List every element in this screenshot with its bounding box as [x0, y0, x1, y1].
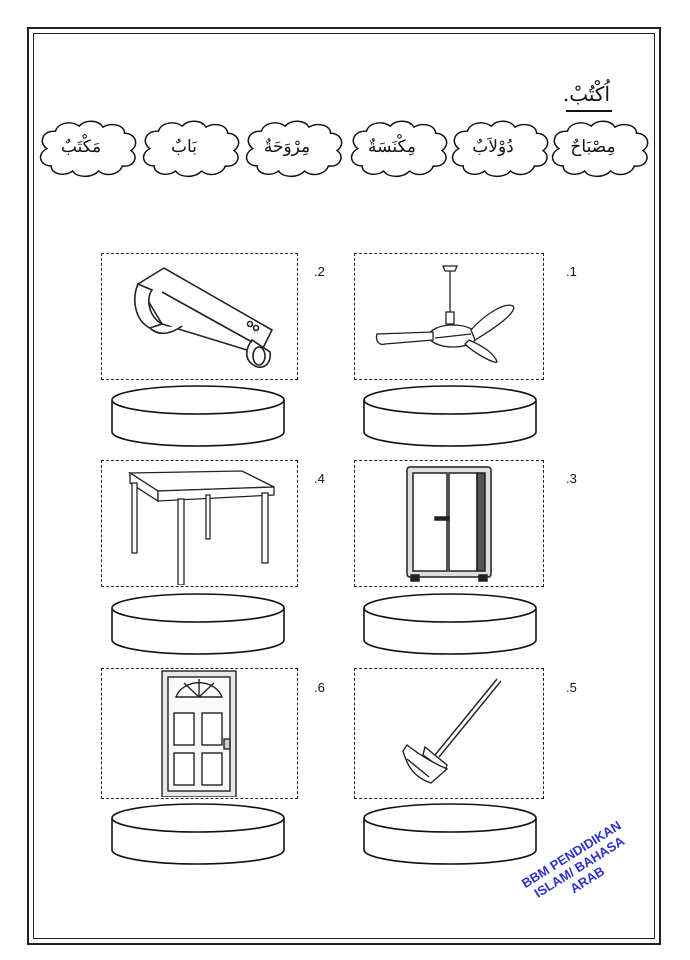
picture-box-3: [354, 460, 544, 587]
table-icon: [127, 470, 275, 586]
item-number: .2: [314, 264, 325, 279]
word-bank-item: دُوْلاَبٌ: [472, 137, 514, 157]
item-number: .5: [566, 680, 577, 695]
wall-lamp-icon: [134, 267, 274, 368]
answer-oval-3[interactable]: [360, 590, 540, 658]
ceiling-fan-icon: [375, 265, 515, 363]
instruction-text: اُكْتُبْ.: [562, 82, 610, 106]
word-bank-item: مَكْتَبٌ: [60, 137, 102, 157]
word-bank-item: مِكْنَسَةٌ: [368, 137, 416, 157]
answer-oval-2[interactable]: [108, 382, 288, 450]
instruction-underline: [566, 110, 612, 112]
item-number: .4: [314, 471, 325, 486]
wardrobe-icon: [406, 466, 492, 582]
answer-oval-5[interactable]: [360, 800, 540, 868]
item-number: .6: [314, 680, 325, 695]
answer-oval-6[interactable]: [108, 800, 288, 868]
answer-oval-4[interactable]: [108, 590, 288, 658]
door-icon: [161, 670, 237, 798]
picture-box-1: [354, 253, 544, 380]
answer-oval-1[interactable]: [360, 382, 540, 450]
picture-box-4: [101, 460, 298, 587]
word-bank-item: مِرْوَحَةٌ: [263, 137, 311, 157]
item-number: .1: [566, 264, 577, 279]
picture-box-2: [101, 253, 298, 380]
item-number: .3: [566, 471, 577, 486]
word-bank-item: مِصْبَاحٌ: [570, 137, 616, 157]
page-border-inner: [33, 33, 655, 939]
broom-icon: [402, 678, 502, 784]
picture-box-6: [101, 668, 298, 799]
word-bank-item: بَابٌ: [171, 137, 197, 157]
picture-box-5: [354, 668, 544, 799]
page-border-outer: [27, 27, 661, 945]
word-bank-clouds: [39, 120, 649, 178]
